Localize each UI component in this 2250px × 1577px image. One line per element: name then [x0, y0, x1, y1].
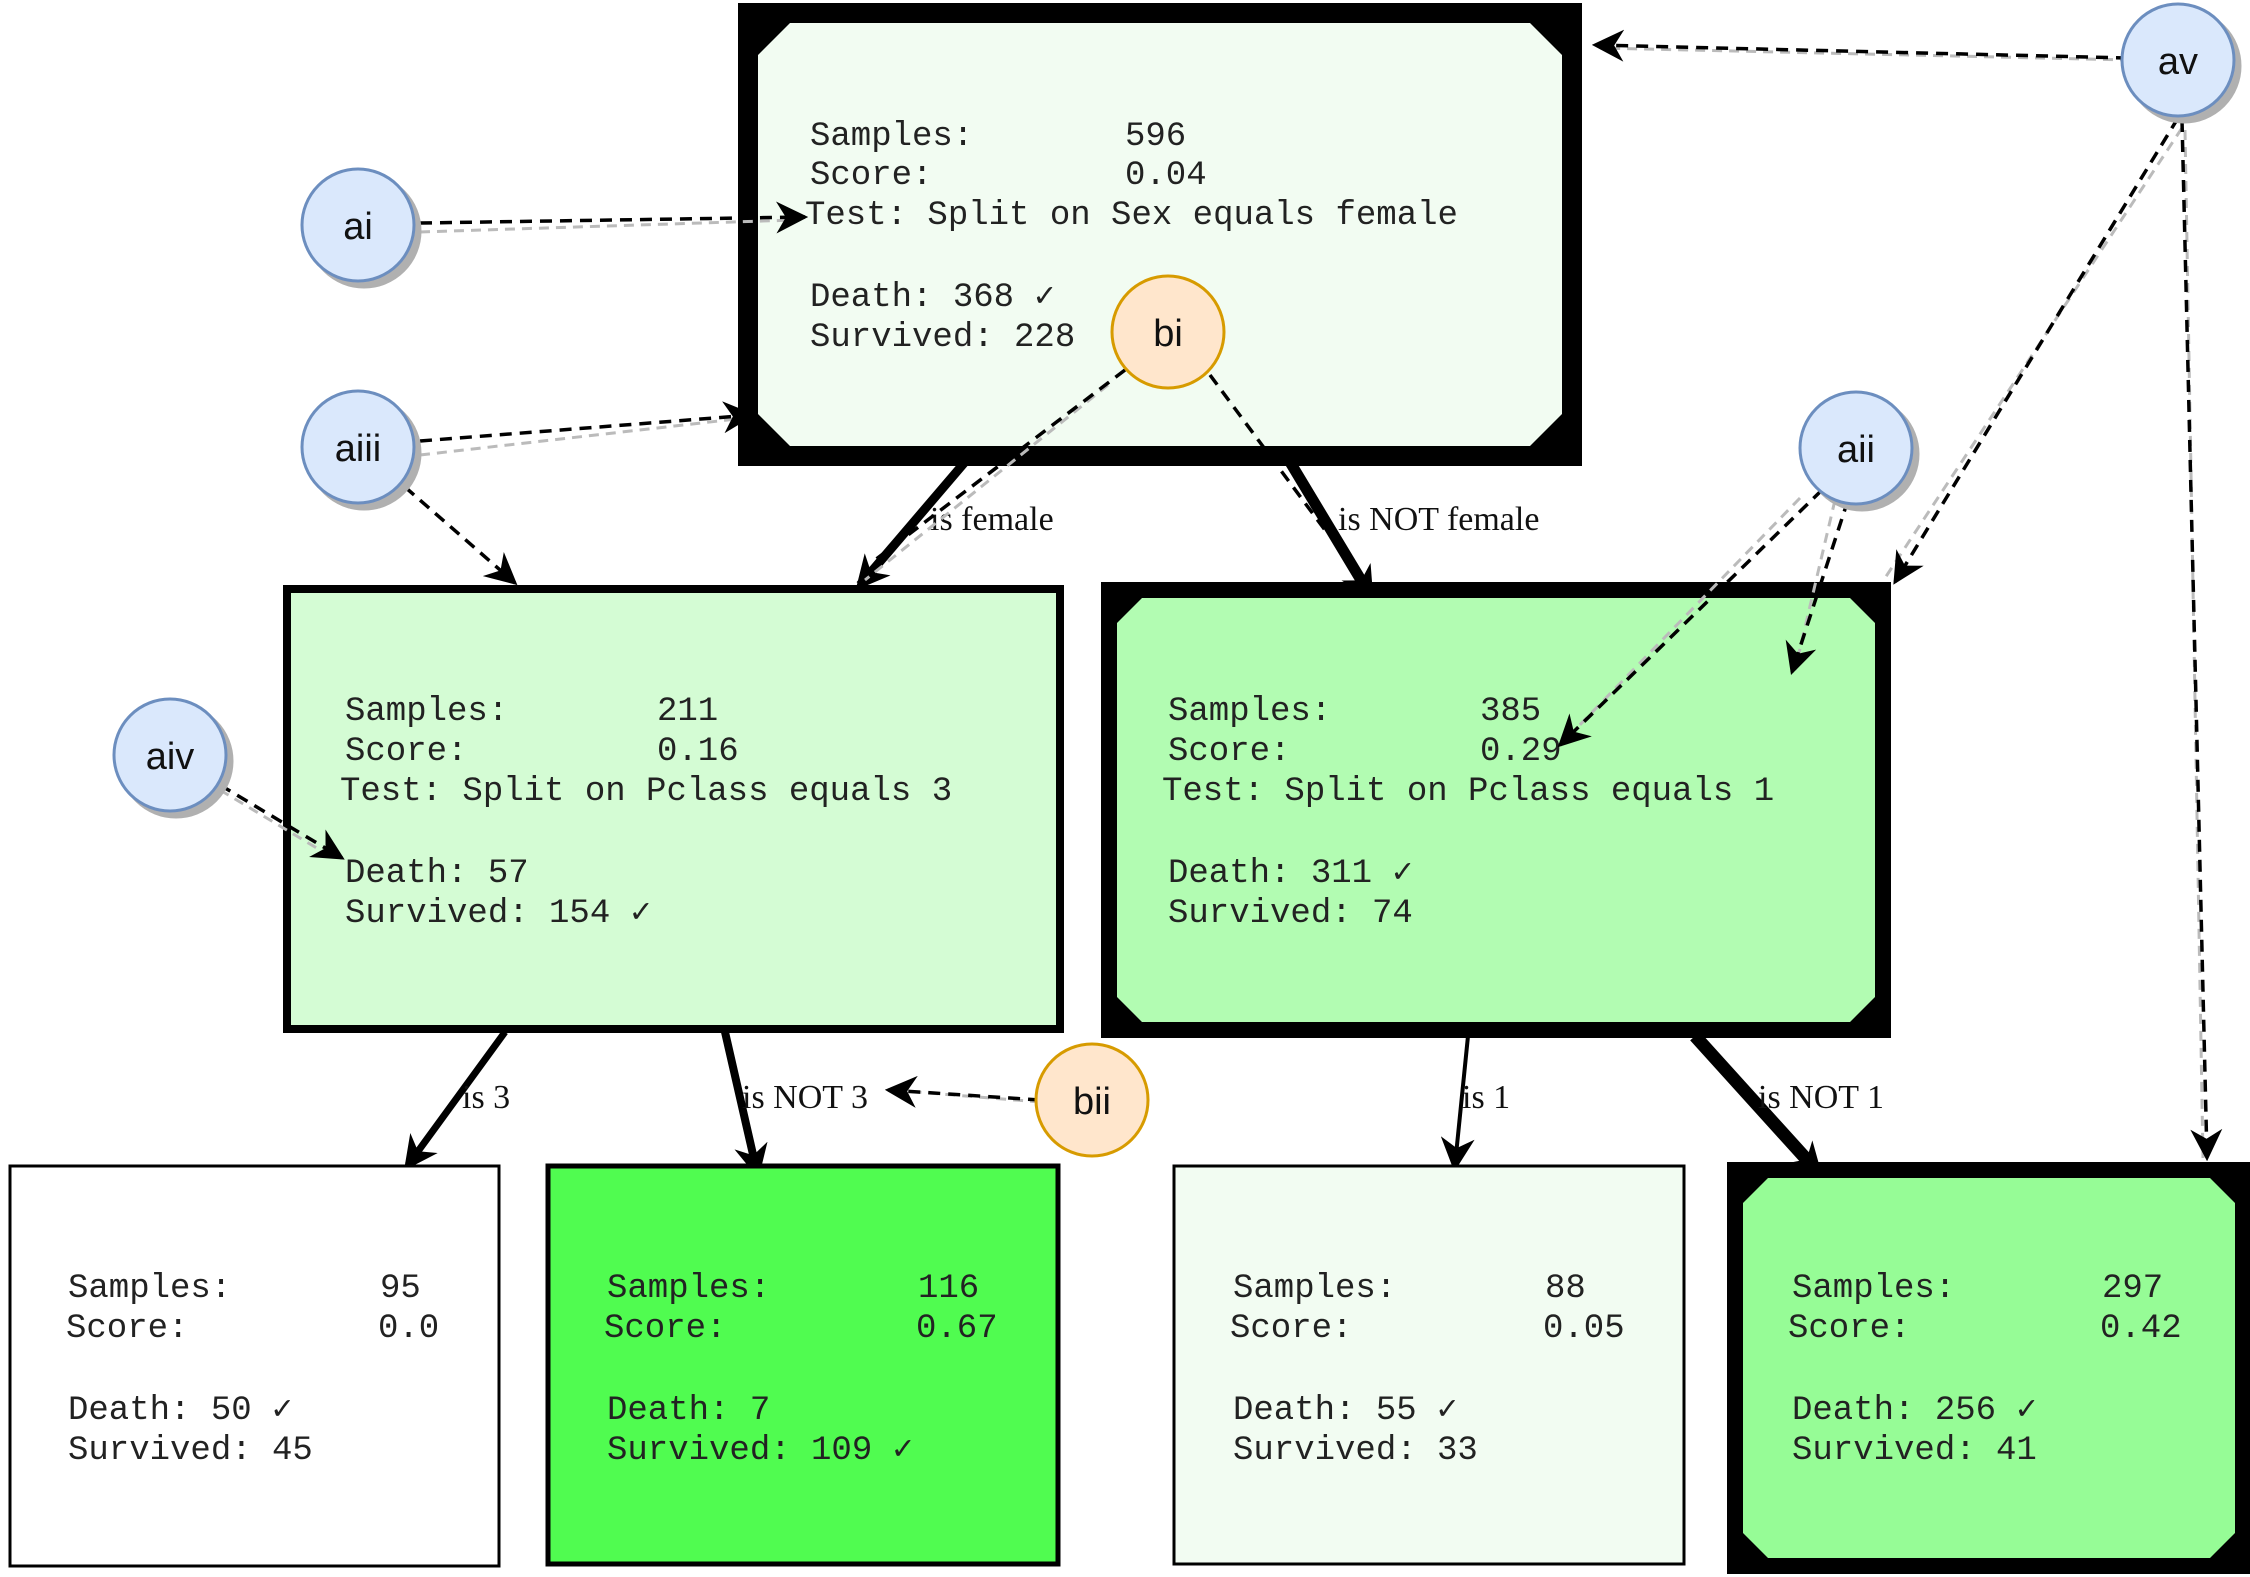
tree-node-right: Samples: 385 Score: 0.29 Test: Split on …: [1101, 582, 1891, 1038]
marker-bii-label: bii: [1073, 1081, 1111, 1123]
marker-aiii: aiii: [300, 389, 416, 505]
tree-node-leaf-lr: Samples: 116 Score: 0.67 Death: 7 Surviv…: [545, 1163, 1061, 1567]
edge-root-right: [1285, 459, 1375, 601]
arrow-bi-right: [1208, 373, 1327, 532]
node-death: Death: 57: [345, 855, 529, 893]
node-samples-label: Samples:: [607, 1270, 770, 1308]
node-samples-value: 385: [1480, 693, 1541, 731]
node-score-label: Score:: [345, 733, 467, 771]
node-samples-label: Samples:: [68, 1270, 231, 1308]
edge-label-is-female: is female: [930, 501, 1054, 538]
node-score-value: 0.67: [916, 1310, 998, 1348]
node-death: Death: 311 ✓: [1168, 855, 1413, 893]
node-death: Death: 7: [607, 1392, 770, 1430]
marker-aiv-label: aiv: [146, 736, 195, 778]
edge-label-is-not-3: is NOT 3: [742, 1079, 868, 1116]
node-death: Death: 368 ✓: [810, 279, 1055, 317]
tree-node-root: Samples: 596 Score: 0.04 Test: Split on …: [738, 3, 1582, 466]
marker-av-label: av: [2158, 41, 2198, 83]
annotation-markers: ai aiii aiv aii av bi bii: [112, 2, 2236, 1158]
arrow-aiv: [219, 783, 345, 860]
node-survived: Survived: 41: [1792, 1432, 2037, 1470]
node-survived: Survived: 74: [1168, 895, 1413, 933]
edge-left-lr: [721, 1031, 768, 1179]
tree-node-left: Samples: 211 Score: 0.16 Test: Split on …: [283, 585, 1064, 1033]
node-score-value: 0.42: [2100, 1310, 2182, 1348]
node-survived: Survived: 154 ✓: [345, 895, 651, 933]
node-samples-label: Samples:: [1168, 693, 1331, 731]
marker-bii: bii: [1034, 1042, 1150, 1158]
edge-root-left: [855, 459, 969, 591]
node-score-value: 0.05: [1543, 1310, 1625, 1348]
node-test: Test: Split on Pclass equals 3: [340, 773, 952, 811]
node-score-label: Score:: [1230, 1310, 1352, 1348]
edge-label-is-not-female: is NOT female: [1338, 501, 1539, 538]
node-death: Death: 256 ✓: [1792, 1392, 2037, 1430]
node-samples-value: 596: [1125, 118, 1186, 156]
marker-ai: ai: [300, 167, 416, 283]
node-survived: Survived: 228: [810, 319, 1075, 357]
arrow-ai: [419, 201, 809, 234]
tree-node-leaf-ll: Samples: 95 Score: 0.0 Death: 50 ✓ Survi…: [8, 1164, 501, 1568]
arrow-bii: [884, 1075, 1041, 1108]
marker-aii: aii: [1798, 390, 1914, 506]
tree-node-leaf-rr: Samples: 297 Score: 0.42 Death: 256 ✓ Su…: [1727, 1162, 2250, 1574]
node-samples-value: 88: [1545, 1270, 1586, 1308]
node-score-label: Score:: [810, 157, 932, 195]
edge-labels: is female is NOT female is 3 is NOT 3 is…: [462, 501, 1884, 1116]
node-samples-label: Samples:: [345, 693, 508, 731]
node-samples-label: Samples:: [1233, 1270, 1396, 1308]
marker-bi-label: bi: [1153, 313, 1183, 355]
node-samples-label: Samples:: [810, 118, 973, 156]
node-samples-value: 116: [918, 1270, 979, 1308]
tree-node-leaf-rl: Samples: 88 Score: 0.05 Death: 55 ✓ Surv…: [1172, 1164, 1686, 1566]
node-score-value: 0.0: [378, 1310, 439, 1348]
arrow-av-rr: [2180, 119, 2223, 1162]
node-test: Test: Split on Sex equals female: [805, 197, 1458, 235]
edge-left-ll: [403, 1029, 508, 1171]
arrow-aiii-left: [403, 485, 518, 586]
node-score-value: 0.04: [1125, 157, 1207, 195]
node-survived: Survived: 33: [1233, 1432, 1478, 1470]
edge-label-is-not-1: is NOT 1: [1758, 1079, 1884, 1116]
marker-ai-label: ai: [343, 206, 373, 248]
edge-right-rl: [1440, 1035, 1475, 1172]
arrow-aii-score: [1557, 488, 1824, 748]
node-death: Death: 55 ✓: [1233, 1392, 1458, 1430]
arrow-av-root: [1591, 29, 2129, 62]
node-samples-value: 297: [2102, 1270, 2163, 1308]
node-survived: Survived: 109 ✓: [607, 1432, 913, 1470]
node-score-value: 0.29: [1480, 733, 1562, 771]
arrow-bi-left: [873, 368, 1127, 562]
node-survived: Survived: 45: [68, 1432, 313, 1470]
node-score-label: Score:: [66, 1310, 188, 1348]
node-score-label: Score:: [1788, 1310, 1910, 1348]
marker-aii-label: aii: [1837, 429, 1875, 471]
node-samples-value: 95: [380, 1270, 421, 1308]
node-score-value: 0.16: [657, 733, 739, 771]
arrow-aii-right: [1785, 499, 1850, 676]
arrow-av-right: [1893, 117, 2180, 585]
arrow-aiii-root: [419, 401, 756, 443]
node-death: Death: 50 ✓: [68, 1392, 293, 1430]
marker-aiii-label: aiii: [335, 428, 381, 470]
node-samples-value: 211: [657, 693, 718, 731]
node-score-label: Score:: [1168, 733, 1290, 771]
node-test: Test: Split on Pclass equals 1: [1162, 773, 1774, 811]
node-score-label: Score:: [604, 1310, 726, 1348]
tree-edges: [403, 459, 1823, 1179]
edge-label-is-3: is 3: [462, 1079, 510, 1116]
marker-av: av: [2120, 2, 2236, 118]
edge-right-rr: [1690, 1031, 1823, 1178]
marker-bi: bi: [1110, 274, 1226, 390]
annotation-arrows: [219, 29, 2223, 1162]
node-samples-label: Samples:: [1792, 1270, 1955, 1308]
edge-label-is-1: is 1: [1462, 1079, 1510, 1116]
marker-aiv: aiv: [112, 697, 228, 813]
